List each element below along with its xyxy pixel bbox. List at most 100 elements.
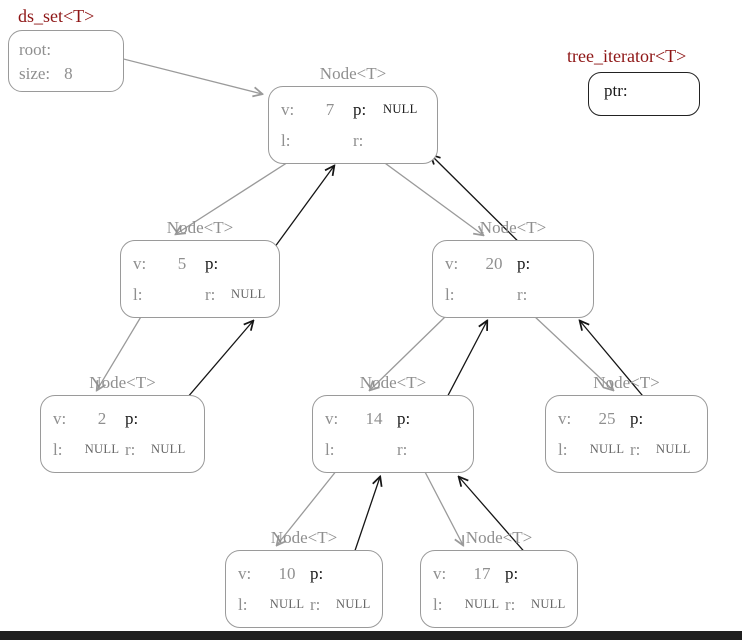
- node-row-children: l: NULL r: NULL: [238, 589, 378, 620]
- bottom-window-edge: [0, 631, 742, 640]
- size-label: size:: [19, 64, 51, 83]
- root-field: root:: [19, 38, 123, 62]
- v-value: 7: [325, 99, 335, 119]
- tree-node-7: Node<T> v: 7 p: NULL l: r:: [268, 62, 438, 164]
- v-value: 20: [485, 253, 503, 273]
- tree-node-17: Node<T> v: 17 p: l: NULL r: NULL: [420, 526, 578, 628]
- p-label: p:: [310, 563, 324, 583]
- node-box: v: 20 p: l: r:: [432, 240, 594, 318]
- v-label: v:: [53, 408, 67, 428]
- p-value: NULL: [383, 102, 418, 116]
- node-type-label: Node<T>: [479, 218, 547, 237]
- p-label: p:: [353, 99, 367, 119]
- tree-node-25: Node<T> v: 25 p: l: NULL r: NULL: [545, 371, 708, 473]
- l-label: l:: [238, 594, 248, 614]
- p-label: p:: [125, 408, 139, 428]
- node-type-label: Node<T>: [166, 218, 234, 237]
- tree-node-2: Node<T> v: 2 p: l: NULL r: NULL: [40, 371, 205, 473]
- node-type-label: Node<T>: [270, 528, 338, 547]
- r-value: NULL: [336, 597, 371, 611]
- node-row-children: l: r:: [445, 279, 589, 310]
- l-value: NULL: [464, 597, 500, 611]
- l-label: l:: [53, 439, 63, 459]
- v-value: 5: [177, 253, 187, 273]
- r-label: r:: [310, 594, 321, 614]
- node-box: v: 10 p: l: NULL r: NULL: [225, 550, 383, 628]
- tree-node-20: Node<T> v: 20 p: l: r:: [432, 216, 594, 318]
- node-box: v: 25 p: l: NULL r: NULL: [545, 395, 708, 473]
- v-value: 14: [365, 408, 383, 428]
- p-label: p:: [630, 408, 644, 428]
- root-label: root:: [19, 40, 52, 59]
- r-label: r:: [397, 439, 408, 459]
- v-value: 25: [598, 408, 616, 428]
- r-value: NULL: [151, 442, 186, 456]
- node-row-children: l: NULL r: NULL: [433, 589, 573, 620]
- l-label: l:: [433, 594, 443, 614]
- node-type-label: Node<T>: [319, 64, 387, 83]
- l-label: l:: [325, 439, 335, 459]
- p-label: p:: [205, 253, 219, 273]
- v-label: v:: [445, 253, 459, 273]
- l-label: l:: [558, 439, 568, 459]
- ptr-label: ptr:: [604, 81, 628, 100]
- node-box: v: 14 p: l: r:: [312, 395, 474, 473]
- r-value: NULL: [656, 442, 691, 456]
- size-field: size:8: [19, 62, 123, 86]
- node-type-label: Node<T>: [465, 528, 533, 547]
- r-label: r:: [125, 439, 136, 459]
- r-value: NULL: [231, 287, 266, 301]
- tree-node-10: Node<T> v: 10 p: l: NULL r: NULL: [225, 526, 383, 628]
- v-label: v:: [238, 563, 252, 583]
- node-box: v: 5 p: l: r: NULL: [120, 240, 280, 318]
- tree-node-14: Node<T> v: 14 p: l: r:: [312, 371, 474, 473]
- tree-node-5: Node<T> v: 5 p: l: r: NULL: [120, 216, 280, 318]
- node-row-value-parent: v: 10 p:: [238, 558, 378, 589]
- node-row-children: l: r: NULL: [133, 279, 275, 310]
- ds-set-panel: ds_set<T> root: size:8: [8, 4, 138, 92]
- l-label: l:: [133, 284, 143, 304]
- p-label: p:: [517, 253, 531, 273]
- node-box: v: 17 p: l: NULL r: NULL: [420, 550, 578, 628]
- tree-iterator-title: tree_iterator<T>: [567, 46, 687, 66]
- node-box: v: 7 p: NULL l: r:: [268, 86, 438, 164]
- v-label: v:: [281, 99, 295, 119]
- ds-set-box: root: size:8: [8, 30, 124, 92]
- v-label: v:: [558, 408, 572, 428]
- p-label: p:: [397, 408, 411, 428]
- r-label: r:: [353, 130, 364, 150]
- v-value: 2: [97, 408, 107, 428]
- l-value: NULL: [84, 442, 120, 456]
- node-row-children: l: r:: [281, 125, 433, 156]
- node-box: v: 2 p: l: NULL r: NULL: [40, 395, 205, 473]
- v-label: v:: [433, 563, 447, 583]
- node-type-label: Node<T>: [593, 373, 660, 392]
- node-type-label: Node<T>: [359, 373, 427, 392]
- r-label: r:: [205, 284, 216, 304]
- node-row-value-parent: v: 20 p:: [445, 248, 589, 279]
- v-label: v:: [133, 253, 147, 273]
- r-label: r:: [517, 284, 528, 304]
- node-row-value-parent: v: 5 p:: [133, 248, 275, 279]
- node-row-value-parent: v: 14 p:: [325, 403, 469, 434]
- v-value: 10: [278, 563, 296, 583]
- tree-iterator-box: ptr:: [588, 72, 700, 116]
- l-label: l:: [281, 130, 291, 150]
- p-label: p:: [505, 563, 519, 583]
- r-value: NULL: [531, 597, 566, 611]
- v-label: v:: [325, 408, 339, 428]
- node-row-children: l: NULL r: NULL: [53, 434, 200, 465]
- l-value: NULL: [269, 597, 305, 611]
- node-row-value-parent: v: 2 p:: [53, 403, 200, 434]
- node-row-children: l: r:: [325, 434, 469, 465]
- node-row-children: l: NULL r: NULL: [558, 434, 703, 465]
- v-value: 17: [473, 563, 491, 583]
- r-label: r:: [630, 439, 641, 459]
- ds-set-title: ds_set<T>: [18, 6, 95, 26]
- l-value: NULL: [589, 442, 625, 456]
- tree-iterator-panel: tree_iterator<T> ptr:: [565, 44, 715, 116]
- node-type-label: Node<T>: [89, 373, 156, 392]
- l-label: l:: [445, 284, 455, 304]
- node-row-value-parent: v: 17 p:: [433, 558, 573, 589]
